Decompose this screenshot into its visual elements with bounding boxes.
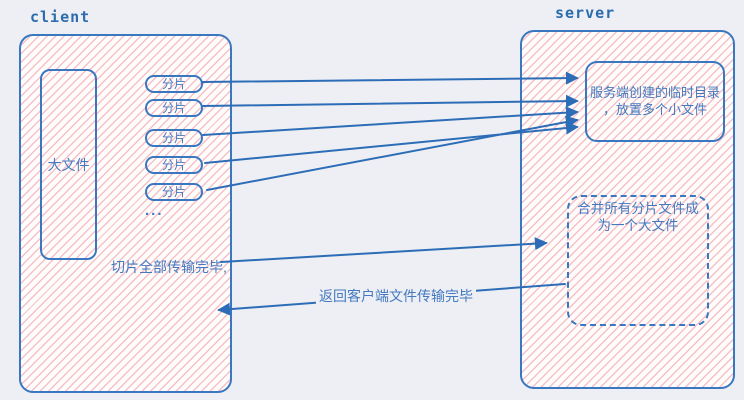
chunks-ellipsis: ... xyxy=(145,202,164,219)
temp-dir-text-line2: ，放置多个小文件 xyxy=(602,101,707,117)
merge-text-line1: 合并所有分片文件成 xyxy=(577,201,699,216)
merge-box: 合并所有分片文件成 为一个大文件 xyxy=(567,195,709,326)
slices-done-text: 切片全部传输完毕, xyxy=(111,259,227,275)
client-box: 大文件 分片 分片 分片 分片 分片 ... 切片全部传输完毕, xyxy=(19,34,232,393)
slices-done-arrow xyxy=(220,237,548,263)
chunk-item-4: 分片 xyxy=(145,156,203,174)
client-label: client xyxy=(30,8,91,26)
server-label: server xyxy=(555,4,616,22)
merge-text-line2: 为一个大文件 xyxy=(597,217,679,233)
server-box: 服务端创建的临时目录 ，放置多个小文件 合并所有分片文件成 为一个大文件 xyxy=(520,30,735,389)
chunk-item-1: 分片 xyxy=(145,75,203,93)
temp-dir-text-line1: 服务端创建的临时目录 xyxy=(589,84,720,100)
chunk-item-2: 分片 xyxy=(145,99,203,117)
temp-dir-box: 服务端创建的临时目录 ，放置多个小文件 xyxy=(585,61,725,142)
chunk-item-5: 分片 xyxy=(145,183,203,201)
big-file-box: 大文件 xyxy=(40,69,97,260)
chunk-item-3: 分片 xyxy=(145,129,203,147)
big-file-label: 大文件 xyxy=(47,156,90,173)
return-complete-text: 返回客户端文件传输完毕 xyxy=(316,286,476,306)
